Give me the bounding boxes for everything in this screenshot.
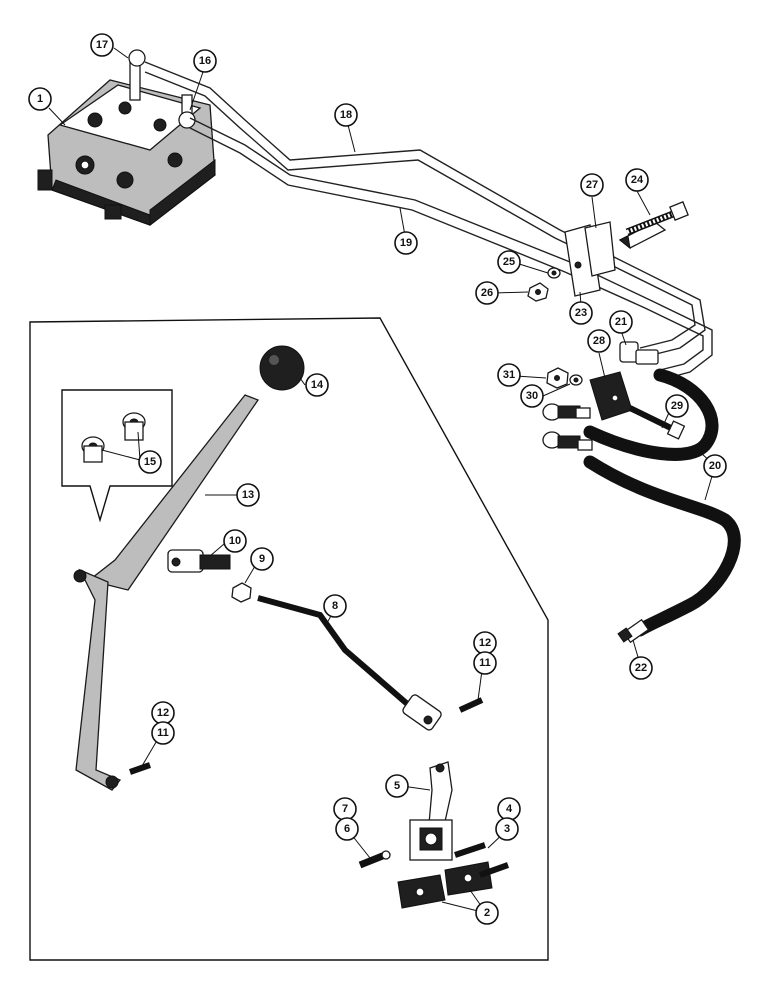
- svg-text:1: 1: [37, 93, 43, 105]
- control-valve-body: [37, 49, 216, 227]
- callout-24: 24: [625, 168, 649, 192]
- callout-25: 25: [497, 250, 521, 274]
- callout-4: 4: [497, 797, 521, 821]
- svg-text:11: 11: [157, 727, 169, 739]
- callout-1: 1: [28, 87, 52, 111]
- bolt-29: [628, 405, 686, 440]
- arm-5: [409, 761, 453, 861]
- svg-text:3: 3: [504, 823, 510, 835]
- svg-text:12: 12: [479, 637, 491, 649]
- control-lever-13: [73, 394, 260, 791]
- tube-assembly: [144, 61, 713, 381]
- hydraulic-hoses-20: [583, 368, 741, 637]
- svg-text:20: 20: [709, 460, 721, 472]
- svg-text:16: 16: [199, 55, 211, 67]
- svg-text:10: 10: [229, 535, 241, 547]
- callout-17: 17: [90, 33, 114, 57]
- elbow-fitting-21: [619, 341, 659, 365]
- svg-text:2: 2: [484, 907, 490, 919]
- svg-text:7: 7: [342, 803, 348, 815]
- callout-30: 30: [520, 384, 544, 408]
- bolt-24: [625, 201, 689, 236]
- svg-text:24: 24: [631, 174, 644, 186]
- svg-text:28: 28: [593, 335, 605, 347]
- bushing-inset-box: [61, 389, 173, 523]
- svg-text:22: 22: [635, 662, 647, 674]
- callout-21: 21: [609, 310, 633, 334]
- nut-31: [546, 367, 569, 389]
- callout-27: 27: [580, 173, 604, 197]
- hose-bracket-28: [589, 371, 633, 421]
- tube-18-inner: [144, 71, 696, 349]
- svg-text:14: 14: [311, 379, 324, 391]
- callout-26: 26: [475, 281, 499, 305]
- hose-end-22: [617, 618, 650, 644]
- callout-11-lower: 11: [151, 721, 175, 745]
- callout-29: 29: [665, 394, 689, 418]
- callout-8: 8: [323, 594, 347, 618]
- washer-30: [569, 374, 583, 386]
- nut-26: [527, 282, 549, 302]
- svg-text:30: 30: [526, 390, 538, 402]
- callout-11-upper: 11: [473, 651, 497, 675]
- clevis-10: [167, 549, 231, 573]
- callout-12-lower: 12: [151, 701, 175, 725]
- callout-16: 16: [193, 49, 217, 73]
- plates-2: [397, 861, 493, 909]
- svg-text:4: 4: [506, 803, 513, 815]
- callout-31: 31: [497, 363, 521, 387]
- svg-text:29: 29: [671, 400, 683, 412]
- callout-14: 14: [305, 373, 329, 397]
- callout-12-upper: 12: [473, 631, 497, 655]
- pin-11-12-lower: [129, 762, 151, 775]
- svg-text:6: 6: [344, 823, 350, 835]
- callout-5: 5: [385, 774, 409, 798]
- callout-13: 13: [236, 483, 260, 507]
- svg-text:15: 15: [144, 456, 156, 468]
- svg-text:12: 12: [157, 707, 169, 719]
- callout-28: 28: [587, 329, 611, 353]
- svg-text:31: 31: [503, 369, 515, 381]
- callout-3: 3: [495, 817, 519, 841]
- tube-19-outer: [189, 117, 713, 381]
- callout-10: 10: [223, 529, 247, 553]
- callout-7: 7: [333, 797, 357, 821]
- callout-2: 2: [475, 901, 499, 925]
- callout-23: 23: [569, 301, 593, 325]
- callout-6: 6: [335, 817, 359, 841]
- svg-text:5: 5: [394, 780, 400, 792]
- inset-frame: [29, 317, 549, 961]
- svg-text:8: 8: [332, 600, 338, 612]
- callout-15: 15: [138, 450, 162, 474]
- callout-18: 18: [334, 103, 358, 127]
- nut-9: [231, 582, 252, 603]
- knob-14: [259, 345, 305, 391]
- hose-fittings-left: [542, 403, 593, 451]
- rod-8: [257, 595, 442, 731]
- pin-11-12-upper: [458, 697, 484, 713]
- tube-18-outer: [144, 61, 706, 359]
- callout-22: 22: [629, 656, 653, 680]
- pin-6-7: [358, 850, 391, 869]
- svg-text:13: 13: [242, 489, 254, 501]
- tube-clamp: [564, 221, 667, 297]
- svg-text:25: 25: [503, 256, 515, 268]
- svg-text:21: 21: [615, 316, 627, 328]
- svg-text:27: 27: [586, 179, 598, 191]
- svg-text:9: 9: [259, 553, 265, 565]
- svg-text:18: 18: [340, 109, 352, 121]
- callout-9: 9: [250, 547, 274, 571]
- washer-25: [547, 267, 561, 279]
- callout-20: 20: [703, 454, 727, 478]
- callout-19: 19: [394, 231, 418, 255]
- bolts-3-4: [454, 842, 510, 878]
- svg-text:11: 11: [479, 657, 491, 669]
- svg-text:23: 23: [575, 307, 587, 319]
- svg-text:19: 19: [400, 237, 412, 249]
- svg-text:26: 26: [481, 287, 493, 299]
- svg-text:17: 17: [96, 39, 108, 51]
- tube-19-inner: [189, 127, 704, 371]
